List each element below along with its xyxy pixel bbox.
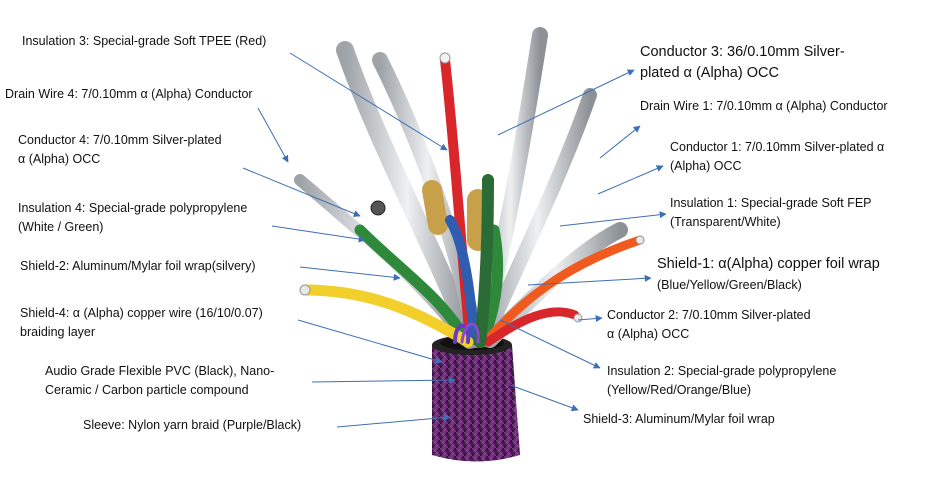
arrow-insulation-4: [271, 225, 366, 243]
label-conductor-1-line2: (Alpha) OCC: [670, 159, 742, 173]
label-conductor-2-line2: α (Alpha) OCC: [607, 327, 690, 341]
label-shield-1-line2: (Blue/Yellow/Green/Black): [657, 278, 802, 292]
label-drain-wire-4-line: Drain Wire 4: 7/0.10mm α (Alpha) Conduct…: [5, 87, 253, 101]
label-shield-1-line1: Shield-1: α(Alpha) copper foil wrap: [657, 256, 880, 272]
arrow-drain-wire-1: [599, 125, 641, 159]
arrow-shield-4: [297, 319, 443, 364]
label-shield-4-line1: Shield-4: α (Alpha) copper wire (16/10/0…: [20, 306, 263, 320]
arrow-shield-3: [509, 384, 579, 412]
label-insulation-4-line1: Insulation 4: Special-grade polypropylen…: [18, 201, 248, 215]
arrow-drain-wire-4: [257, 107, 289, 163]
label-insulation-2-line1: Insulation 2: Special-grade polypropylen…: [607, 364, 837, 378]
label-shield-4-line2: braiding layer: [20, 325, 96, 339]
label-shield-3: Shield-3: Aluminum/Mylar foil wrap: [583, 410, 775, 429]
label-insulation-3: Insulation 3: Special-grade Soft TPEE (R…: [22, 32, 266, 51]
label-conductor-4-line1: Conductor 4: 7/0.10mm Silver-plated: [18, 133, 222, 147]
arrow-conductor-2: [577, 315, 603, 323]
label-shield-4: Shield-4: α (Alpha) copper wire (16/10/0…: [20, 304, 263, 342]
label-pvc-jacket: Audio Grade Flexible PVC (Black), Nano- …: [45, 362, 274, 400]
label-shield-2: Shield-2: Aluminum/Mylar foil wrap(silve…: [20, 257, 255, 276]
label-insulation-1-line1: Insulation 1: Special-grade Soft FEP: [670, 196, 872, 210]
label-conductor-3-line2: plated α (Alpha) OCC: [640, 65, 779, 81]
label-pvc-jacket-line2: Ceramic / Carbon particle compound: [45, 383, 249, 397]
label-conductor-2: Conductor 2: 7/0.10mm Silver-plated α (A…: [607, 306, 811, 344]
label-conductor-1-line1: Conductor 1: 7/0.10mm Silver-plated α: [670, 140, 885, 154]
label-conductor-1: Conductor 1: 7/0.10mm Silver-plated α (A…: [670, 138, 884, 176]
arrow-shield-1: [527, 274, 652, 286]
wire-bundle: [294, 27, 645, 349]
label-conductor-3: Conductor 3: 36/0.10mm Silver- plated α …: [640, 42, 845, 84]
arrow-shield-2: [299, 266, 401, 281]
sleeve-braid: [432, 345, 520, 462]
arrow-insulation-2: [499, 319, 601, 369]
arrow-insulation-1: [559, 211, 667, 227]
label-conductor-4: Conductor 4: 7/0.10mm Silver-plated α (A…: [18, 131, 222, 169]
label-insulation-2-line2: (Yellow/Red/Orange/Blue): [607, 383, 752, 397]
label-conductor-4-line2: α (Alpha) OCC: [18, 152, 101, 166]
label-sleeve-line: Sleeve: Nylon yarn braid (Purple/Black): [83, 418, 302, 432]
label-insulation-4-line2: (White / Green): [18, 220, 104, 234]
arrow-conductor-3: [497, 69, 635, 136]
label-shield-1: Shield-1: α(Alpha) copper foil wrap (Blu…: [657, 254, 880, 296]
label-insulation-2: Insulation 2: Special-grade polypropylen…: [607, 362, 836, 400]
label-drain-wire-1: Drain Wire 1: 7/0.10mm α (Alpha) Conduct…: [640, 97, 888, 116]
label-shield-3-line: Shield-3: Aluminum/Mylar foil wrap: [583, 412, 775, 426]
label-sleeve: Sleeve: Nylon yarn braid (Purple/Black): [83, 416, 301, 435]
label-insulation-3-line: Insulation 3: Special-grade Soft TPEE (R…: [22, 34, 267, 48]
label-insulation-1-line2: (Transparent/White): [670, 215, 781, 229]
label-conductor-2-line1: Conductor 2: 7/0.10mm Silver-plated: [607, 308, 811, 322]
arrow-pvc-jacket: [311, 376, 456, 384]
label-pvc-jacket-line1: Audio Grade Flexible PVC (Black), Nano-: [45, 364, 275, 378]
label-drain-wire-1-line: Drain Wire 1: 7/0.10mm α (Alpha) Conduct…: [640, 99, 888, 113]
arrow-insulation-3: [289, 52, 448, 151]
arrow-conductor-1: [597, 165, 664, 195]
arrow-sleeve: [336, 414, 451, 428]
label-conductor-3-line1: Conductor 3: 36/0.10mm Silver-: [640, 44, 845, 60]
label-insulation-4: Insulation 4: Special-grade polypropylen…: [18, 199, 247, 237]
label-shield-2-line: Shield-2: Aluminum/Mylar foil wrap(silve…: [20, 259, 256, 273]
arrow-conductor-4: [242, 167, 361, 217]
label-drain-wire-4: Drain Wire 4: 7/0.10mm α (Alpha) Conduct…: [5, 85, 253, 104]
label-insulation-1: Insulation 1: Special-grade Soft FEP (Tr…: [670, 194, 872, 232]
